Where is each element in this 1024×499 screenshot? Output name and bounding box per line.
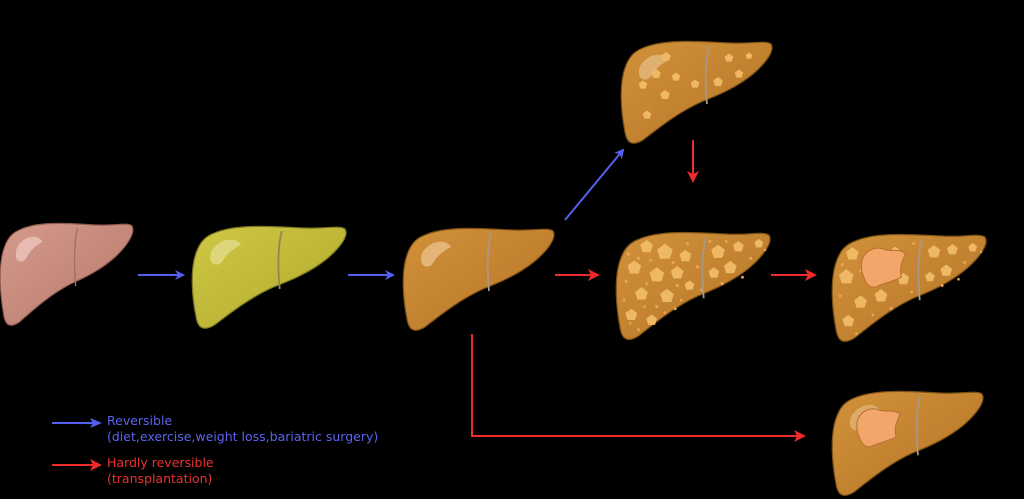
blue-arrow-icon [52,418,102,428]
arrow-steatohepatitis-to-cancer [471,334,806,442]
cirrhosis-cancer-liver [831,233,987,343]
fatty-liver [191,225,347,329]
cirrhosis-liver [615,231,771,341]
fibrosis-liver [620,40,773,144]
steatohepatitis-liver [402,227,555,331]
legend-reversible-label: Reversible [107,413,173,428]
red-arrow-icon [52,459,102,471]
legend-reversible-detail: (diet,exercise,weight loss,bariatric sur… [107,429,379,444]
arrow-steatohepatitis-to-fibrosis [564,148,625,221]
legend-hardly-reversible-label: Hardly reversible [107,455,214,470]
legend-hardly-reversible-detail: (transplantation) [107,471,213,486]
healthy-liver [0,222,134,326]
cancer-liver [831,390,984,496]
